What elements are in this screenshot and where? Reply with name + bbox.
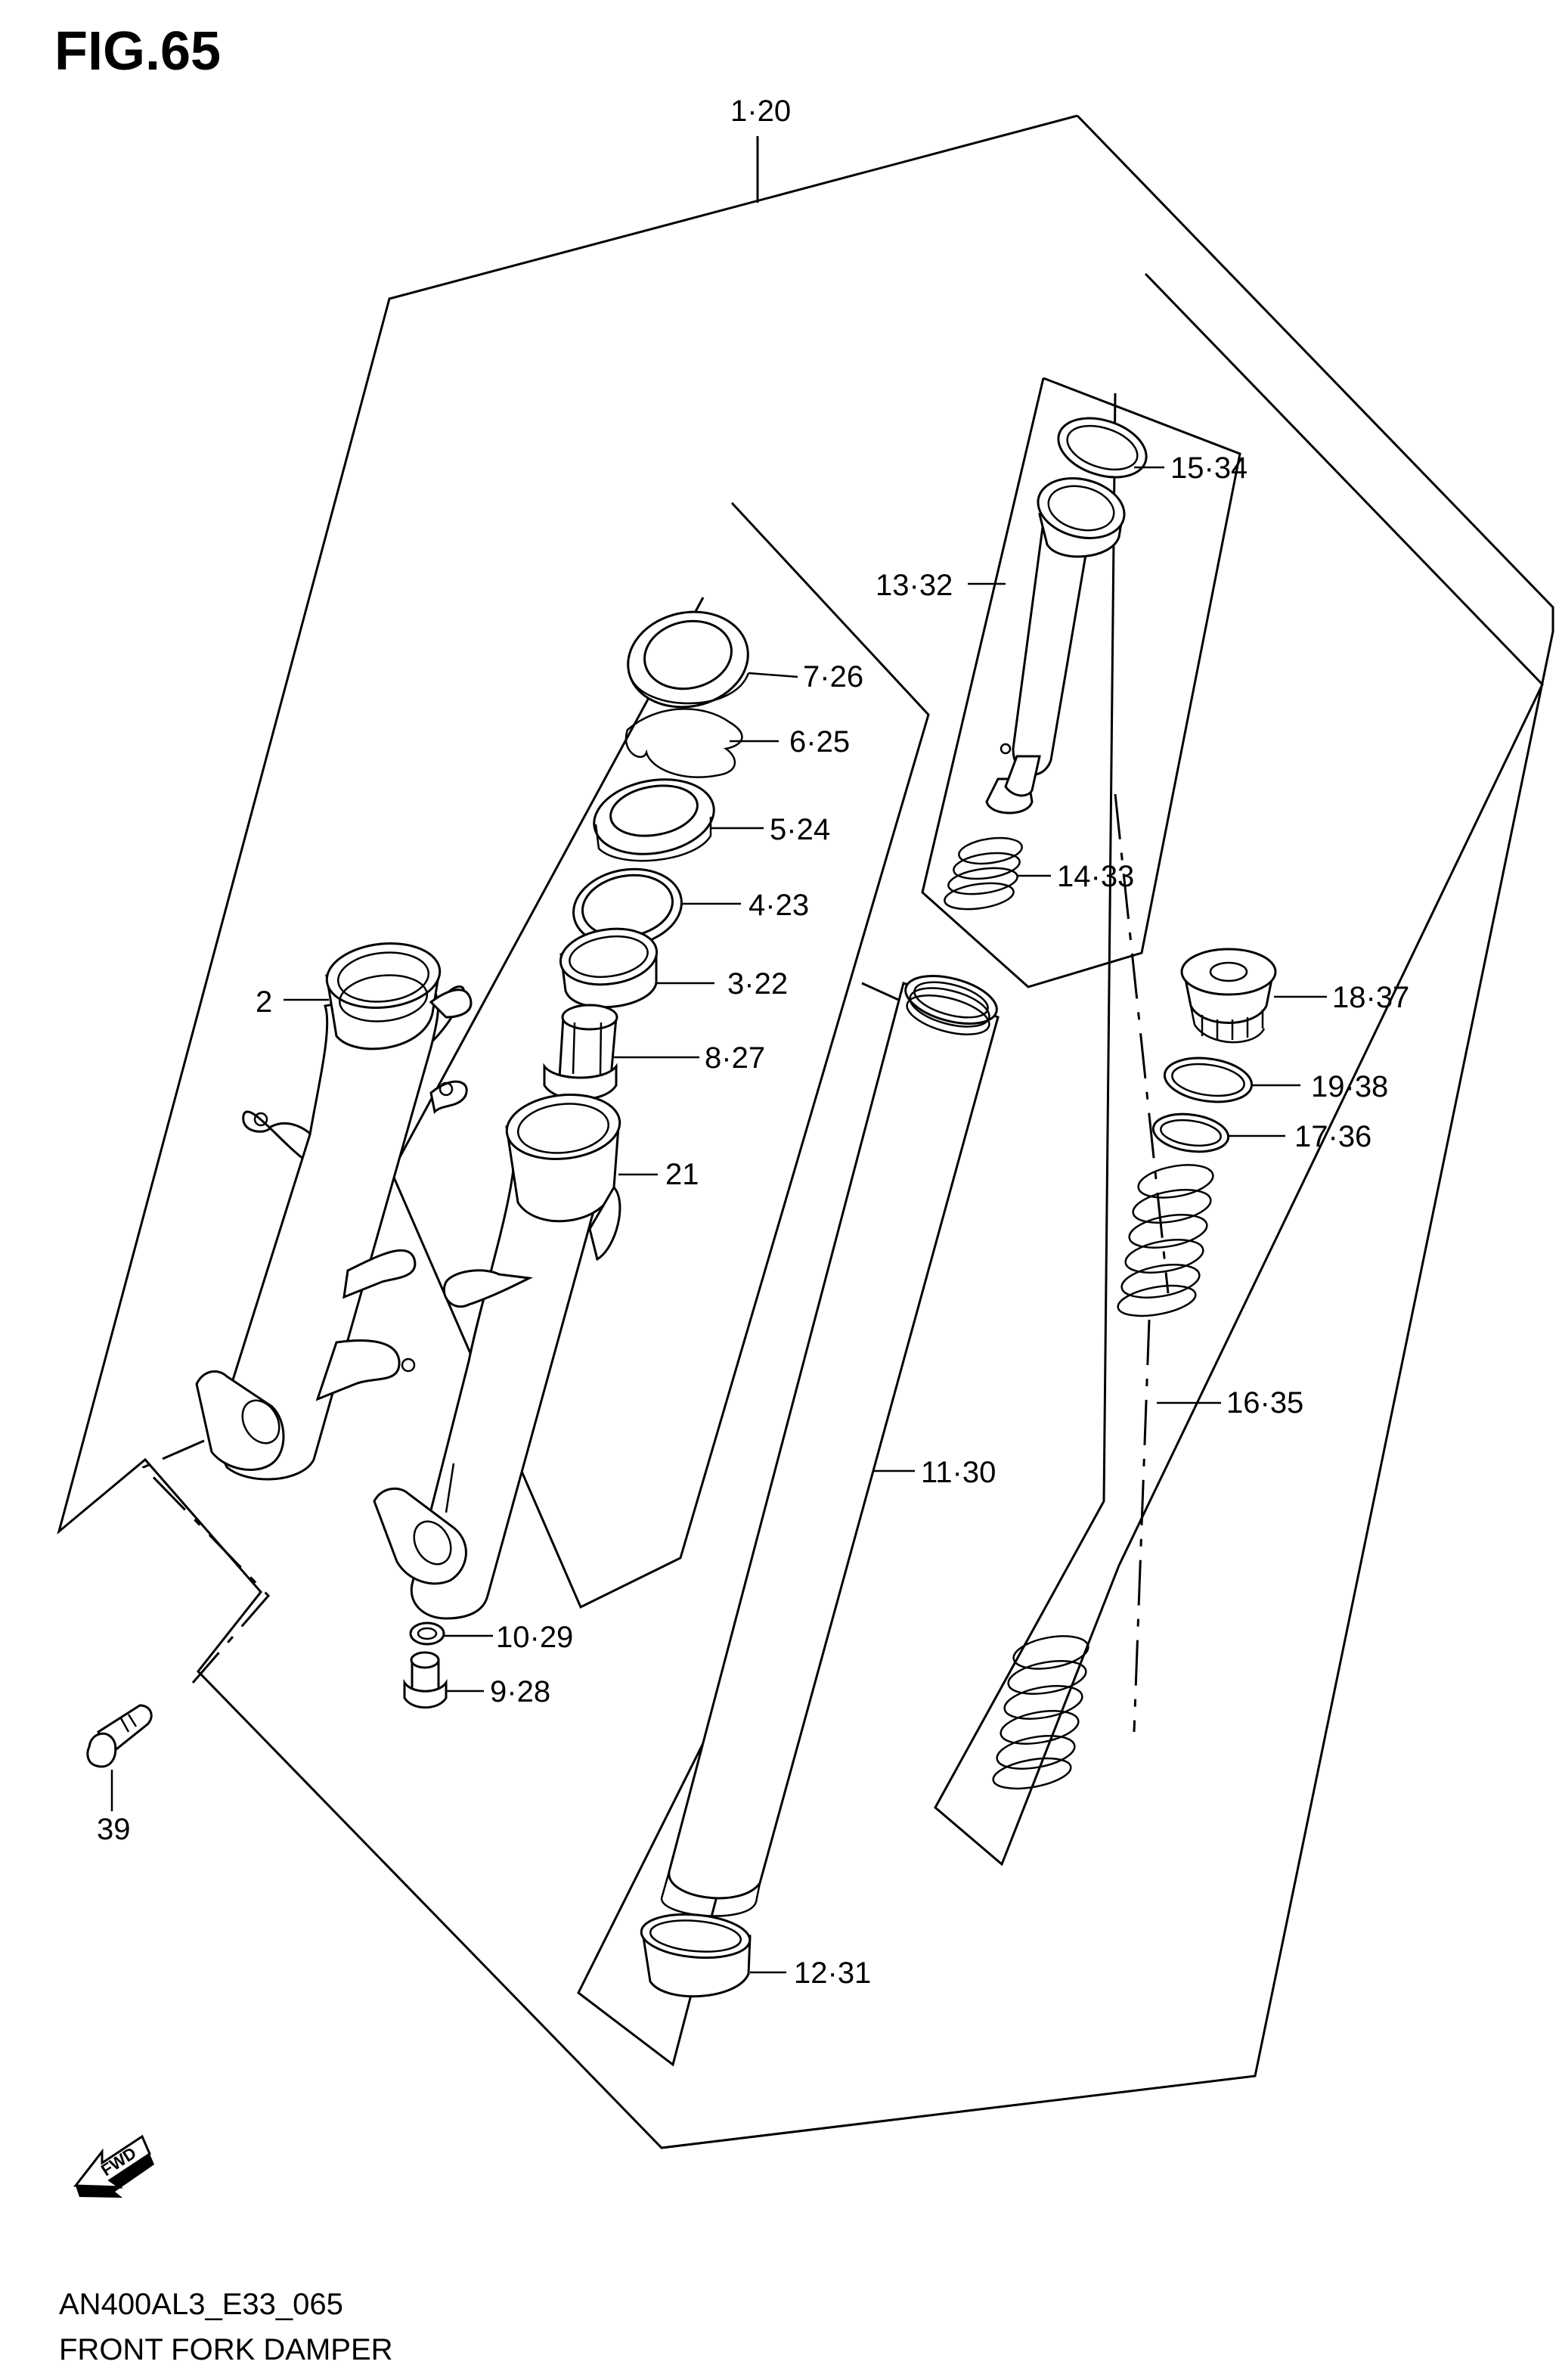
figure-model-code: AN400AL3_E33_065 (59, 2288, 343, 2321)
part-inner-tube-bushing (640, 1913, 752, 1998)
part-fork-cap-bolt (1180, 948, 1277, 1044)
part-oil-seal (593, 778, 715, 862)
forward-arrow-icon: FWD (73, 2134, 154, 2198)
part-damper-rod (985, 477, 1126, 815)
callout-13-32: 13·32 (876, 569, 953, 602)
callout-12-31: 12·31 (794, 1956, 871, 1990)
callout-19-38: 19·38 (1311, 1070, 1388, 1103)
callout-18-37: 18·37 (1332, 981, 1409, 1014)
callout-5-24: 5·24 (770, 813, 830, 846)
callout-21: 21 (665, 1158, 699, 1191)
callout-7-26: 7·26 (803, 660, 863, 694)
callout-17-36: 17·36 (1294, 1120, 1371, 1153)
assembly-line-bolt (141, 1439, 271, 1683)
callout-9-28: 9·28 (490, 1675, 550, 1708)
callout-15-34: 15·34 (1170, 451, 1248, 485)
part-outer-tube-right (373, 1094, 621, 1620)
part-stopper-ring (625, 708, 743, 778)
callout-2: 2 (256, 985, 272, 1019)
part-slide-bushing (543, 1004, 618, 1101)
part-piston-ring (1057, 417, 1148, 479)
part-damper-rod-bolt (403, 1651, 448, 1709)
callout-labels: 1·20 15·34 13·32 7·26 6·25 5·24 4·23 3·22 14·33 2… (97, 95, 1409, 1990)
inner-box-damper-rod (921, 377, 1241, 988)
callout-6-25: 6·25 (789, 725, 850, 759)
outer-assembly-outline (57, 114, 1554, 2149)
callout-8-27: 8·27 (705, 1041, 765, 1075)
part-rebound-spring (944, 836, 1023, 911)
assembly-line-spring-lower (1133, 1319, 1151, 1733)
part-o-ring (1163, 1057, 1254, 1103)
part-outer-tube-left (195, 942, 473, 1481)
inner-box-seals (390, 501, 930, 1609)
part-axle-pinch-bolt (86, 1704, 153, 1768)
callout-1-20: 1·20 (730, 95, 791, 128)
part-fork-spring (992, 1164, 1214, 1790)
figure-title: FIG.65 (54, 21, 221, 82)
callout-14-33: 14·33 (1057, 860, 1134, 893)
callout-3-22: 3·22 (727, 967, 788, 1001)
callout-10-29: 10·29 (496, 1621, 573, 1654)
inner-box-spring (934, 272, 1544, 1866)
part-gasket-washer (409, 1621, 445, 1646)
figure-name: FRONT FORK DAMPER (59, 2333, 393, 2366)
part-dust-seal (627, 610, 750, 709)
assembly-line-spring (1114, 793, 1170, 1294)
part-spring-washer (1151, 1112, 1230, 1153)
callout-4-23: 4·23 (749, 889, 809, 922)
leader-7-26 (748, 672, 798, 678)
part-guide-bushing (559, 927, 659, 1009)
callout-39: 39 (97, 1813, 131, 1846)
part-inner-tube (660, 975, 1000, 1917)
callout-16-35: 16·35 (1226, 1386, 1303, 1420)
callout-11-30: 11·30 (921, 1456, 996, 1489)
